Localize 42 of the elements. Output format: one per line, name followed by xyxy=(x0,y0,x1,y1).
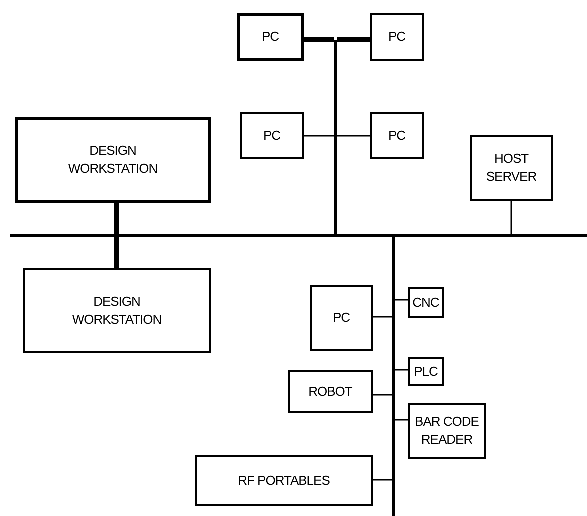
device-label: DESIGN WORKSTATION xyxy=(71,292,163,328)
network-bus-line xyxy=(392,236,395,516)
connector-line xyxy=(304,135,334,137)
device-label: PC xyxy=(262,28,280,46)
device-box xyxy=(15,117,211,203)
device-label: PC xyxy=(388,126,406,144)
device-label: DESIGN WORKSTATION xyxy=(67,142,159,178)
device-label: RF PORTABLES xyxy=(238,472,330,490)
device-label: PLC xyxy=(414,362,438,380)
device-label: ROBOT xyxy=(308,382,352,400)
connector-line xyxy=(373,394,392,396)
network-bus-line xyxy=(334,40,337,236)
device-label: CNC xyxy=(412,294,440,312)
connector-line xyxy=(373,479,392,481)
connector-line xyxy=(114,203,120,234)
device-box xyxy=(370,112,424,159)
connector-line xyxy=(337,135,370,137)
device-box xyxy=(408,287,444,318)
device-label: PC xyxy=(332,309,350,327)
device-box xyxy=(370,13,424,61)
device-label: PC xyxy=(388,28,406,46)
device-box xyxy=(237,13,304,61)
device-label: HOST SERVER xyxy=(485,150,538,186)
connector-line xyxy=(304,38,334,42)
connector-line xyxy=(395,369,408,371)
device-box xyxy=(310,285,373,351)
network-bus-line xyxy=(10,234,587,237)
device-box xyxy=(408,403,486,459)
connector-line xyxy=(395,419,408,421)
device-box xyxy=(288,370,373,413)
device-box xyxy=(195,455,373,506)
device-label: PC xyxy=(263,126,281,144)
connector-line xyxy=(114,237,120,268)
device-box xyxy=(408,357,444,386)
connector-line xyxy=(337,38,370,42)
device-label: BAR CODE READER xyxy=(414,413,480,449)
connector-line xyxy=(395,299,408,301)
device-box xyxy=(23,268,211,353)
connector-line xyxy=(373,316,392,318)
connector-line xyxy=(510,201,512,234)
device-box xyxy=(470,135,553,201)
device-box xyxy=(240,112,304,159)
